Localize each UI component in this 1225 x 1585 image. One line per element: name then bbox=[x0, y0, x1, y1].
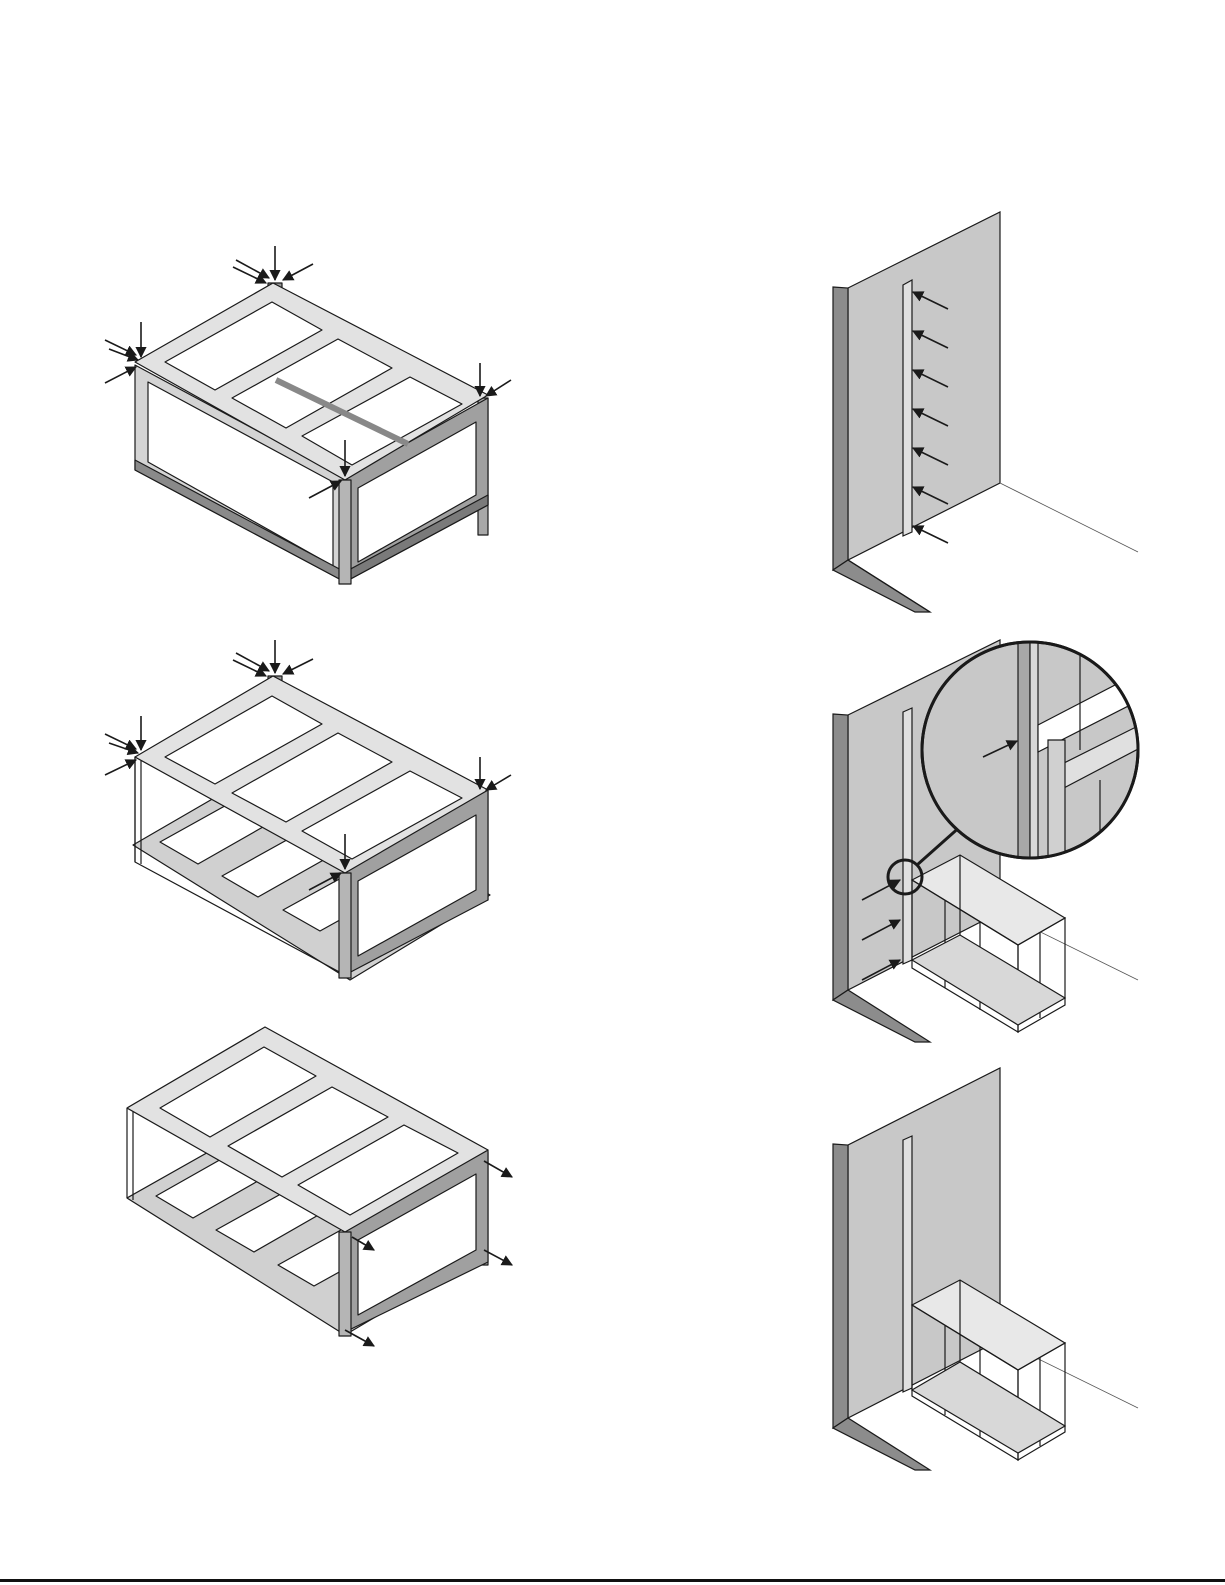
arrow bbox=[236, 653, 269, 671]
arrow bbox=[486, 775, 511, 790]
wall-frame-attach-detail-figure bbox=[833, 640, 1140, 1042]
wall-stud-fasteners-figure bbox=[833, 212, 1138, 612]
arrow bbox=[105, 760, 136, 775]
arrow bbox=[283, 264, 313, 280]
frame-side-fasteners-figure bbox=[127, 1027, 488, 1336]
arrow bbox=[236, 260, 269, 278]
frame-top-fasteners-figure bbox=[135, 283, 488, 584]
arrow bbox=[105, 367, 136, 383]
footer-rule bbox=[0, 1579, 1225, 1582]
stud bbox=[903, 280, 912, 536]
arrow bbox=[233, 267, 266, 283]
frame-with-base-figure bbox=[133, 676, 490, 980]
wall-face bbox=[848, 212, 1000, 560]
arrow bbox=[913, 526, 948, 543]
wall-frame-installed-figure bbox=[833, 1068, 1138, 1470]
arrow bbox=[283, 659, 313, 674]
arrow bbox=[233, 660, 266, 676]
arrow bbox=[345, 1330, 374, 1346]
arrow bbox=[486, 380, 511, 396]
